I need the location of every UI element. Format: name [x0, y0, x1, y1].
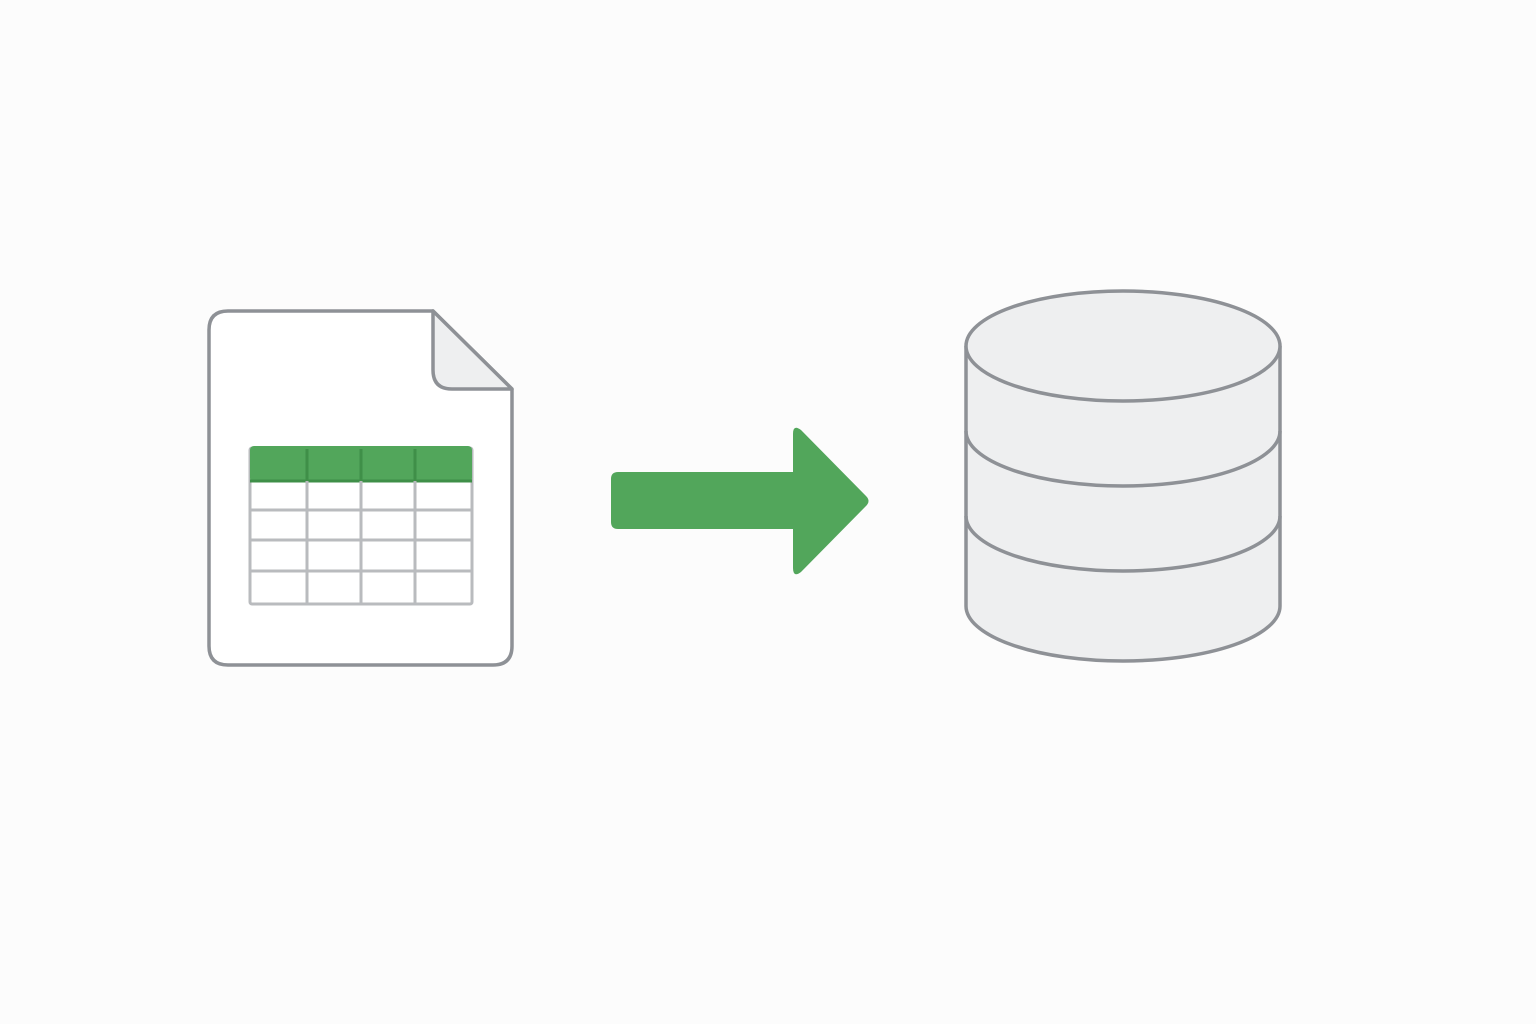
database-icon: [964, 289, 1282, 663]
spreadsheet-file-icon: [207, 309, 514, 667]
database-cylinder-body: [964, 346, 1282, 663]
file-corner-fold: [431, 309, 514, 391]
database-divider-lower: [964, 515, 1282, 573]
spreadsheet-table: [248, 446, 474, 606]
database-divider-upper: [964, 430, 1282, 488]
arrow-right-icon: [611, 427, 869, 575]
database-cylinder-top: [964, 289, 1282, 403]
